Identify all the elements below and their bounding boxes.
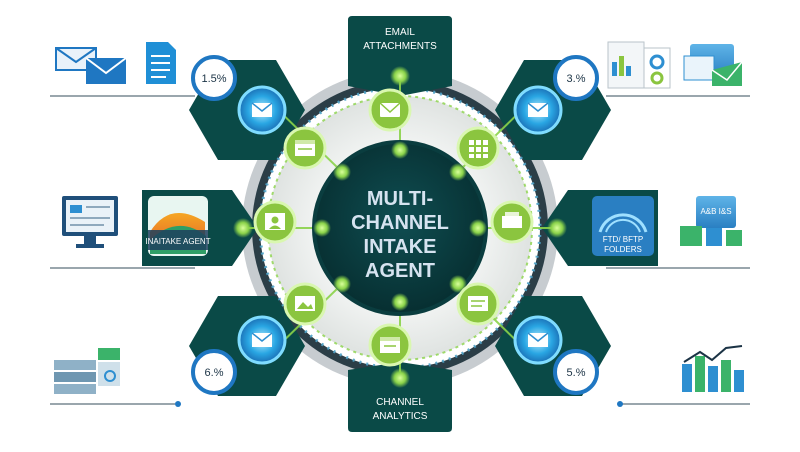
stat-bottom-right: 5.% bbox=[553, 349, 599, 395]
stat-bottom-left: 6.% bbox=[191, 349, 237, 395]
corner-right-middle: A&B I&S bbox=[606, 196, 750, 269]
grid-icon bbox=[469, 140, 488, 158]
stat-top-left: 1.5% bbox=[191, 55, 237, 101]
tab-left-intake: INAITAKE AGENT bbox=[142, 190, 258, 266]
browser-icon bbox=[295, 140, 315, 156]
corner-top-right bbox=[606, 41, 750, 97]
bar-chart-icon bbox=[682, 345, 744, 392]
tab-left-label: INAITAKE AGENT bbox=[145, 237, 210, 246]
center-line4: AGENT bbox=[365, 260, 435, 282]
ftp-arc-icon bbox=[598, 213, 648, 233]
person-icon bbox=[265, 213, 285, 230]
envelope-icon bbox=[527, 102, 549, 117]
window-icon bbox=[380, 337, 400, 353]
ring-node-top-right[interactable] bbox=[456, 126, 500, 170]
folder-icon: A&B I&S bbox=[680, 196, 742, 246]
tab-email-attachments: EMAIL ATTACHMENTS bbox=[348, 16, 452, 96]
folder-icon bbox=[683, 44, 743, 86]
envelope-icon bbox=[527, 332, 549, 347]
inbox-tray-icon bbox=[502, 212, 522, 228]
ring-node-top[interactable] bbox=[368, 88, 412, 132]
stat-top-left-value: 1.5% bbox=[201, 73, 226, 85]
tab-channel-analytics: CHANNEL ANALYTICS bbox=[348, 362, 452, 432]
stat-bottom-left-value: 6.% bbox=[205, 367, 224, 379]
tab-bottom-line2: ANALYTICS bbox=[373, 411, 428, 422]
ring-node-top-left[interactable] bbox=[283, 126, 327, 170]
stat-bottom-right-value: 5.% bbox=[567, 367, 586, 379]
document-icon bbox=[146, 42, 176, 84]
ring-node-bottom-right[interactable] bbox=[456, 282, 500, 326]
hex-node-top-left[interactable] bbox=[237, 85, 287, 135]
corner-top-left bbox=[50, 42, 195, 97]
envelope-icon bbox=[379, 102, 401, 117]
hex-node-bottom-right[interactable] bbox=[513, 315, 563, 365]
tab-right-line1: FTD/ BFTP bbox=[603, 235, 643, 244]
corner-bottom-right bbox=[617, 345, 750, 407]
ring-node-bottom[interactable] bbox=[368, 323, 412, 367]
envelope-icon bbox=[251, 332, 273, 347]
server-icon bbox=[54, 348, 120, 394]
dashboard-icon bbox=[607, 41, 671, 89]
image-icon bbox=[295, 296, 315, 311]
tab-top-line1: EMAIL bbox=[385, 27, 415, 38]
hex-node-top-right[interactable] bbox=[513, 85, 563, 135]
hex-node-bottom-left[interactable] bbox=[237, 315, 287, 365]
stat-top-right-value: 3.% bbox=[567, 73, 586, 85]
envelope-icon bbox=[251, 102, 273, 117]
monitor-icon bbox=[62, 196, 118, 248]
envelope-icon bbox=[85, 57, 127, 84]
document-icon bbox=[468, 296, 488, 311]
tab-top-line2: ATTACHMENTS bbox=[363, 41, 437, 52]
corner-left-middle bbox=[50, 196, 195, 269]
tab-right-ftp: FTD/ BFTP FOLDERS bbox=[542, 190, 658, 266]
center-line3: INTAKE bbox=[364, 236, 437, 258]
right-folder-text: A&B I&S bbox=[700, 207, 731, 216]
ring-node-left[interactable] bbox=[253, 200, 297, 244]
center-line2: CHANNEL bbox=[351, 212, 449, 234]
ring-node-bottom-left[interactable] bbox=[283, 282, 327, 326]
stat-top-right: 3.% bbox=[553, 55, 599, 101]
tab-bottom-line1: CHANNEL bbox=[376, 397, 424, 408]
ring-node-right[interactable] bbox=[490, 200, 534, 244]
corner-bottom-left bbox=[50, 348, 181, 407]
center-line1: MULTI- bbox=[367, 188, 433, 210]
tab-right-line2: FOLDERS bbox=[604, 245, 642, 254]
